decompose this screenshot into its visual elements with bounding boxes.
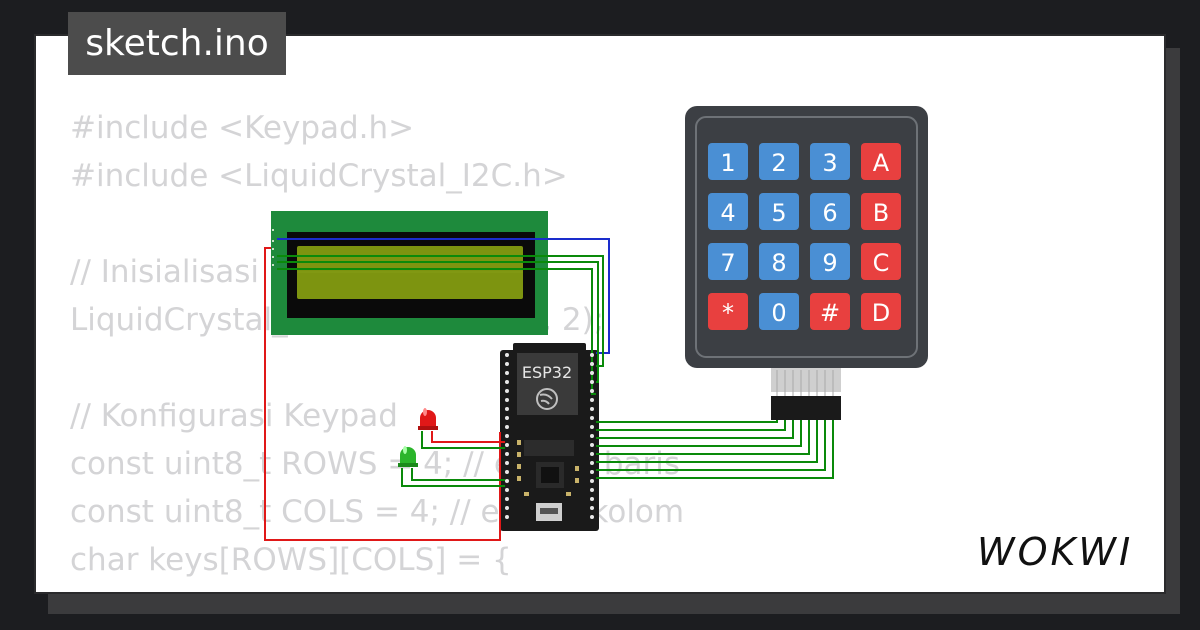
keypad-key-4[interactable]: 4 <box>708 193 748 230</box>
file-tab-label: sketch.ino <box>85 23 269 64</box>
svg-text:B: B <box>873 199 889 227</box>
code-line: #include <Keypad.h> <box>70 110 415 146</box>
keypad-key-C[interactable]: C <box>861 243 901 280</box>
code-line: char keys[ROWS][COLS] = { <box>70 542 512 578</box>
espressif-logo-icon <box>536 388 558 410</box>
keypad-key-7[interactable]: 7 <box>708 243 748 280</box>
code-line: {'1','2','3','A'}, <box>70 584 684 592</box>
file-tab[interactable]: sketch.ino <box>68 12 286 75</box>
svg-text:8: 8 <box>771 249 786 277</box>
keypad-key-A[interactable]: A <box>861 143 901 180</box>
svg-text:D: D <box>872 299 890 327</box>
keypad-key-2[interactable]: 2 <box>759 143 799 180</box>
wire-led-green-gnd <box>401 468 505 487</box>
wire-led-red <box>431 431 505 443</box>
wire-gnd <box>277 268 596 395</box>
keypad-wires <box>596 418 834 479</box>
keypad-key-D[interactable]: D <box>861 293 901 330</box>
keypad-key-*[interactable]: * <box>708 293 748 330</box>
keypad-key-6[interactable]: 6 <box>810 193 850 230</box>
wokwi-logo: WOKWI <box>975 527 1150 575</box>
svg-text:9: 9 <box>822 249 837 277</box>
keypad-key-8[interactable]: 8 <box>759 243 799 280</box>
svg-text:WOKWI: WOKWI <box>977 530 1133 574</box>
wire-power <box>264 247 501 541</box>
green-led[interactable] <box>398 446 418 467</box>
esp32-label: ESP32 <box>522 363 572 382</box>
svg-text:1: 1 <box>720 149 735 177</box>
svg-text:7: 7 <box>720 249 735 277</box>
wire-scl <box>277 255 604 367</box>
svg-text:3: 3 <box>822 149 837 177</box>
esp32-pin-header-left <box>505 353 509 519</box>
keypad-key-#[interactable]: # <box>810 293 850 330</box>
svg-text:6: 6 <box>822 199 837 227</box>
svg-text:*: * <box>722 299 734 327</box>
svg-text:C: C <box>873 249 890 277</box>
esp32-board[interactable]: ESP32 <box>500 343 599 531</box>
red-led[interactable] <box>418 408 438 430</box>
keypad-key-1[interactable]: 1 <box>708 143 748 180</box>
svg-text:#: # <box>820 299 840 327</box>
keypad-key-9[interactable]: 9 <box>810 243 850 280</box>
project-preview-card: #include <Keypad.h> #include <LiquidCryst… <box>34 34 1166 594</box>
membrane-keypad[interactable]: 1 2 3 A 4 5 6 B 7 8 9 C * 0 # D <box>685 106 928 420</box>
wire-led-red-gnd <box>421 431 505 449</box>
keypad-key-B[interactable]: B <box>861 193 901 230</box>
code-line: #include <LiquidCrystal_I2C.h> <box>70 158 568 194</box>
lcd-display[interactable] <box>271 211 548 335</box>
keypad-key-0[interactable]: 0 <box>759 293 799 330</box>
keypad-key-5[interactable]: 5 <box>759 193 799 230</box>
svg-text:0: 0 <box>771 299 786 327</box>
svg-text:2: 2 <box>771 149 786 177</box>
wires <box>264 238 610 541</box>
svg-text:A: A <box>873 149 890 177</box>
wire-led-green <box>411 468 505 481</box>
keypad-key-3[interactable]: 3 <box>810 143 850 180</box>
code-line: // Konfigurasi Keypad <box>70 398 398 434</box>
svg-text:4: 4 <box>720 199 735 227</box>
esp32-pin-header-right <box>590 353 594 519</box>
wire-vcc <box>277 261 599 383</box>
svg-text:5: 5 <box>771 199 786 227</box>
